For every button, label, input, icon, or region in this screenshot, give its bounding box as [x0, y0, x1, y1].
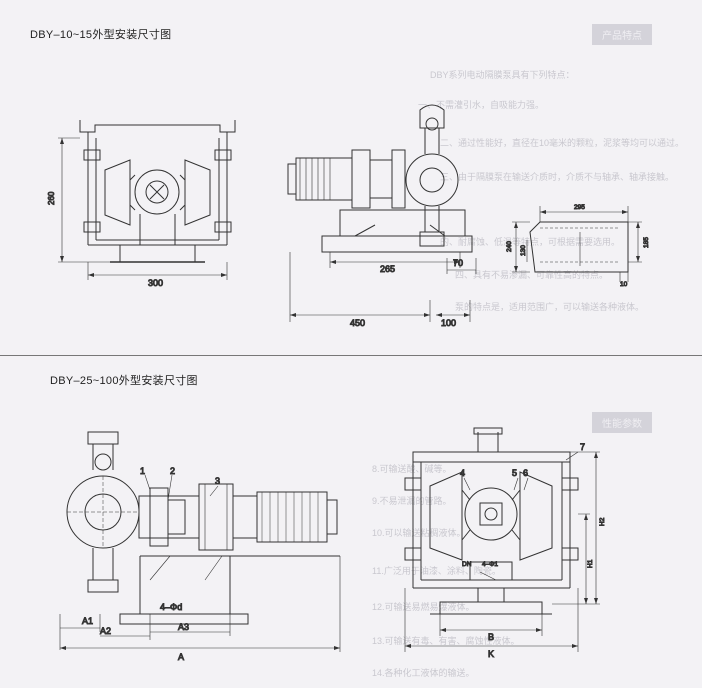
- dim-len-mid: 265: [380, 264, 395, 274]
- dim-label-hole: 4–Φd: [160, 602, 182, 612]
- ghost-line: 三、由于隔膜泵在输送介质时，介质不与轴承、轴承接触。: [440, 172, 675, 182]
- ghost-line: 8.可输送酸、碱等。: [372, 464, 452, 474]
- bracket-dim-h1: 240: [506, 241, 513, 252]
- ghost-line: 11.广泛用于油漆、涂料、陶瓷。: [372, 566, 501, 576]
- ghost-tab-specs: 性能参数: [592, 412, 652, 433]
- ghost-line: 二、通过性能好，直径在10毫米的颗粒，泥浆等均可以通过。: [440, 138, 685, 148]
- dim-width-left: 300: [148, 278, 163, 288]
- bottom-side-view-drawing: [59, 431, 341, 652]
- dim-label-dn: DN: [462, 561, 472, 568]
- dim-label-a3: A3: [178, 622, 189, 632]
- ghost-line: 泵的特点是，适用范围广，可以输送各种液体。: [455, 302, 645, 312]
- ghost-line: 12.可输送易燃易爆液体。: [372, 602, 475, 612]
- ghost-line: 的、耐腐蚀、低温等特点，可根据需要选用。: [440, 237, 621, 247]
- top-side-view-drawing: [287, 104, 477, 322]
- bottom-part-label-5: 5: [512, 468, 517, 478]
- bottom-part-label-6: 6: [523, 468, 528, 478]
- bottom-part-label-1: 1: [140, 466, 145, 476]
- bottom-part-label-7: 7: [580, 442, 585, 452]
- bracket-dim-h2: 130: [520, 245, 527, 256]
- section-divider: [0, 355, 702, 356]
- bottom-part-label-3: 3: [215, 476, 220, 486]
- bottom-section-title: DBY–25~100外型安装尺寸图: [50, 375, 198, 387]
- dim-label-hole-right: 4–Φ1: [482, 561, 498, 568]
- dim-total-len: 450: [350, 318, 365, 328]
- bracket-dim-foot: 10: [620, 281, 628, 288]
- dim-label-h1: H1: [587, 559, 594, 568]
- dim-len-right: 70: [453, 258, 463, 268]
- bottom-part-label-2: 2: [170, 466, 175, 476]
- dim-label-a2: A2: [100, 626, 111, 636]
- top-front-view-drawing: [58, 120, 236, 280]
- ghost-line: 四、具有不易渗漏、可靠性高的特点。: [455, 270, 609, 280]
- bracket-dim-top: 295: [574, 204, 585, 211]
- dim-right-len: 100: [441, 318, 456, 328]
- ghost-line: 14.各种化工液体的输送。: [372, 668, 475, 678]
- dim-label-a: A: [178, 652, 184, 662]
- bottom-front-view-drawing: [404, 427, 600, 652]
- dim-label-b: B: [488, 632, 494, 642]
- dim-label-k: K: [488, 649, 494, 659]
- bottom-part-label-4: 4: [460, 468, 465, 478]
- ghost-line: 13.可输送有毒、有害、腐蚀性液体。: [372, 636, 520, 646]
- ghost-line: 一、不需灌引水，自吸能力强。: [418, 100, 545, 110]
- dim-height-left: 260: [47, 191, 56, 205]
- dim-label-h2: H2: [599, 517, 606, 526]
- ghost-line: DBY系列电动隔膜泵具有下列特点：: [430, 70, 575, 80]
- ghost-tab-features: 产品特点: [592, 24, 652, 45]
- top-bracket-drawing: [512, 206, 642, 282]
- bracket-dim-h3: 185: [643, 237, 650, 248]
- top-section-title: DBY–10~15外型安装尺寸图: [30, 29, 172, 41]
- ghost-line: 10.可以输送粘稠液体。: [372, 528, 466, 538]
- ghost-line: 9.不易泄漏的管路。: [372, 496, 452, 506]
- dim-label-a1: A1: [82, 616, 93, 626]
